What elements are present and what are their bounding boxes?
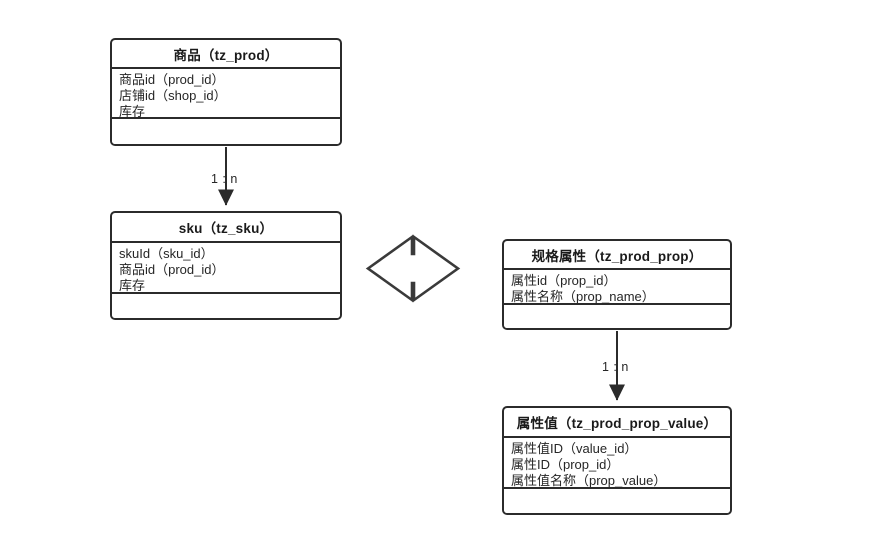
attribute-row: 属性id（prop_id） [511, 273, 617, 288]
entity-title-tz-sku: sku（tz_sku） [112, 213, 340, 243]
attribute-row: 店铺id（shop_id） [119, 88, 227, 103]
entity-tz-prod[interactable]: 商品（tz_prod） 商品id（prod_id） 店铺id（shop_id） … [110, 38, 342, 146]
entity-footer-tz-prod [112, 119, 340, 144]
entity-attributes-tz-prod-prop-value: 属性值ID（value_id） 属性ID（prop_id） 属性值名称（prop… [504, 438, 730, 489]
entity-attributes-tz-prod: 商品id（prod_id） 店铺id（shop_id） 库存 [112, 69, 340, 119]
entity-attributes-tz-sku: skuId（sku_id） 商品id（prod_id） 库存 [112, 243, 340, 294]
attribute-row: 属性值名称（prop_value） [511, 473, 667, 488]
entity-footer-tz-sku [112, 294, 340, 318]
entity-footer-tz-prod-prop [504, 305, 730, 328]
attribute-row: 库存 [119, 278, 146, 293]
entity-title-tz-prod-prop-value: 属性值（tz_prod_prop_value） [504, 408, 730, 438]
attribute-row: 属性值ID（value_id） [511, 441, 638, 456]
entity-tz-prod-prop[interactable]: 规格属性（tz_prod_prop） 属性id（prop_id） 属性名称（pr… [502, 239, 732, 330]
attribute-row: 库存 [119, 104, 146, 119]
attribute-row: 商品id（prod_id） [119, 262, 225, 277]
entity-title-tz-prod: 商品（tz_prod） [112, 40, 340, 69]
attribute-row: 属性名称（prop_name） [511, 289, 655, 304]
attribute-row: skuId（sku_id） [119, 246, 214, 261]
entity-attributes-tz-prod-prop: 属性id（prop_id） 属性名称（prop_name） [504, 270, 730, 305]
connector-label-prod-to-sku: 1 : n [211, 172, 238, 186]
double-headed-arrow-icon [365, 234, 461, 303]
entity-title-tz-prod-prop: 规格属性（tz_prod_prop） [504, 241, 730, 270]
attribute-row: 商品id（prod_id） [119, 72, 225, 87]
entity-footer-tz-prod-prop-value [504, 489, 730, 513]
entity-tz-prod-prop-value[interactable]: 属性值（tz_prod_prop_value） 属性值ID（value_id） … [502, 406, 732, 515]
attribute-row: 属性ID（prop_id） [511, 457, 620, 472]
connector-label-prop-to-prop-value: 1 : n [602, 360, 629, 374]
entity-tz-sku[interactable]: sku（tz_sku） skuId（sku_id） 商品id（prod_id） … [110, 211, 342, 320]
